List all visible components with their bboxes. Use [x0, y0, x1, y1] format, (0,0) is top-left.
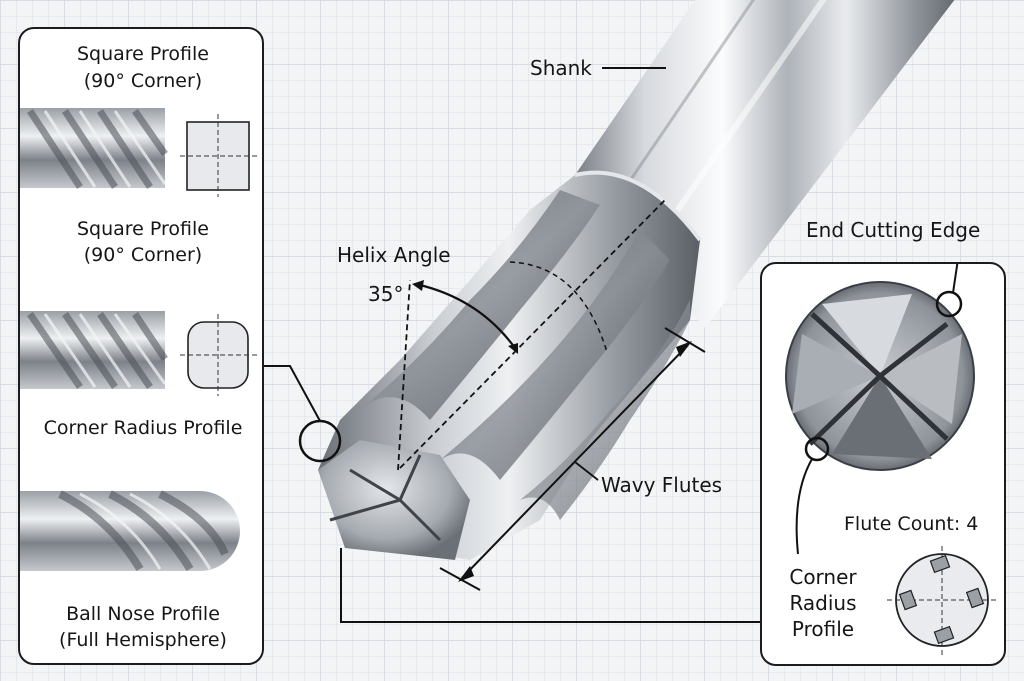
- wavy-flutes-label: Wavy Flutes: [601, 473, 723, 497]
- corner-radius-diagram: [180, 314, 258, 396]
- corner-radius-label-2: Radius: [789, 591, 857, 615]
- ball-nose-profile-subtitle: (Full Hemisphere): [59, 629, 227, 651]
- square-profile-tool-1: [20, 108, 168, 189]
- flute-count-label: Flute Count: 4: [844, 513, 979, 535]
- helix-angle-value: 35°: [368, 282, 404, 306]
- leader-end-cutting-edge: [952, 264, 959, 294]
- helix-angle-label: Helix Angle: [337, 243, 451, 267]
- square-profile-title-1: Square Profile: [76, 43, 209, 65]
- end-view-panel: Flute Count: 4 Corner Radius Profile: [760, 262, 1006, 666]
- shank-label: Shank: [530, 56, 592, 80]
- end-cutting-edge-label: End Cutting Edge: [806, 218, 981, 242]
- end-face: [785, 281, 975, 471]
- square-profile-title-2: Square Profile: [76, 218, 209, 240]
- corner-radius-label-3: Profile: [791, 617, 855, 641]
- end-view-drawing: [785, 264, 998, 656]
- tip-leader: [340, 548, 760, 623]
- helix-angle-annotation: [397, 199, 666, 471]
- profile-types-panel: Square Profile (90° Corner) Square Profi…: [18, 27, 264, 665]
- flute-count-diagram: [887, 546, 998, 656]
- leader-corner-radius: [795, 458, 813, 555]
- square-profile-subtitle-2: (90° Corner): [83, 244, 203, 266]
- corner-radius-label-1: Corner: [789, 565, 857, 589]
- ball-nose-tool: [20, 490, 240, 572]
- ball-nose-profile-title: Ball Nose Profile: [66, 603, 220, 625]
- wavy-flutes-dimension: [439, 327, 706, 591]
- profile-thumbnails: [20, 108, 258, 572]
- square-profile-tool-2: [20, 311, 168, 389]
- square-profile-diagram-1: [180, 114, 258, 197]
- square-profile-subtitle-1: (90° Corner): [83, 70, 203, 92]
- fluted-body: [318, 170, 702, 560]
- corner-detail-leader: [264, 365, 342, 463]
- corner-radius-profile-label: Corner Radius Profile: [43, 417, 243, 439]
